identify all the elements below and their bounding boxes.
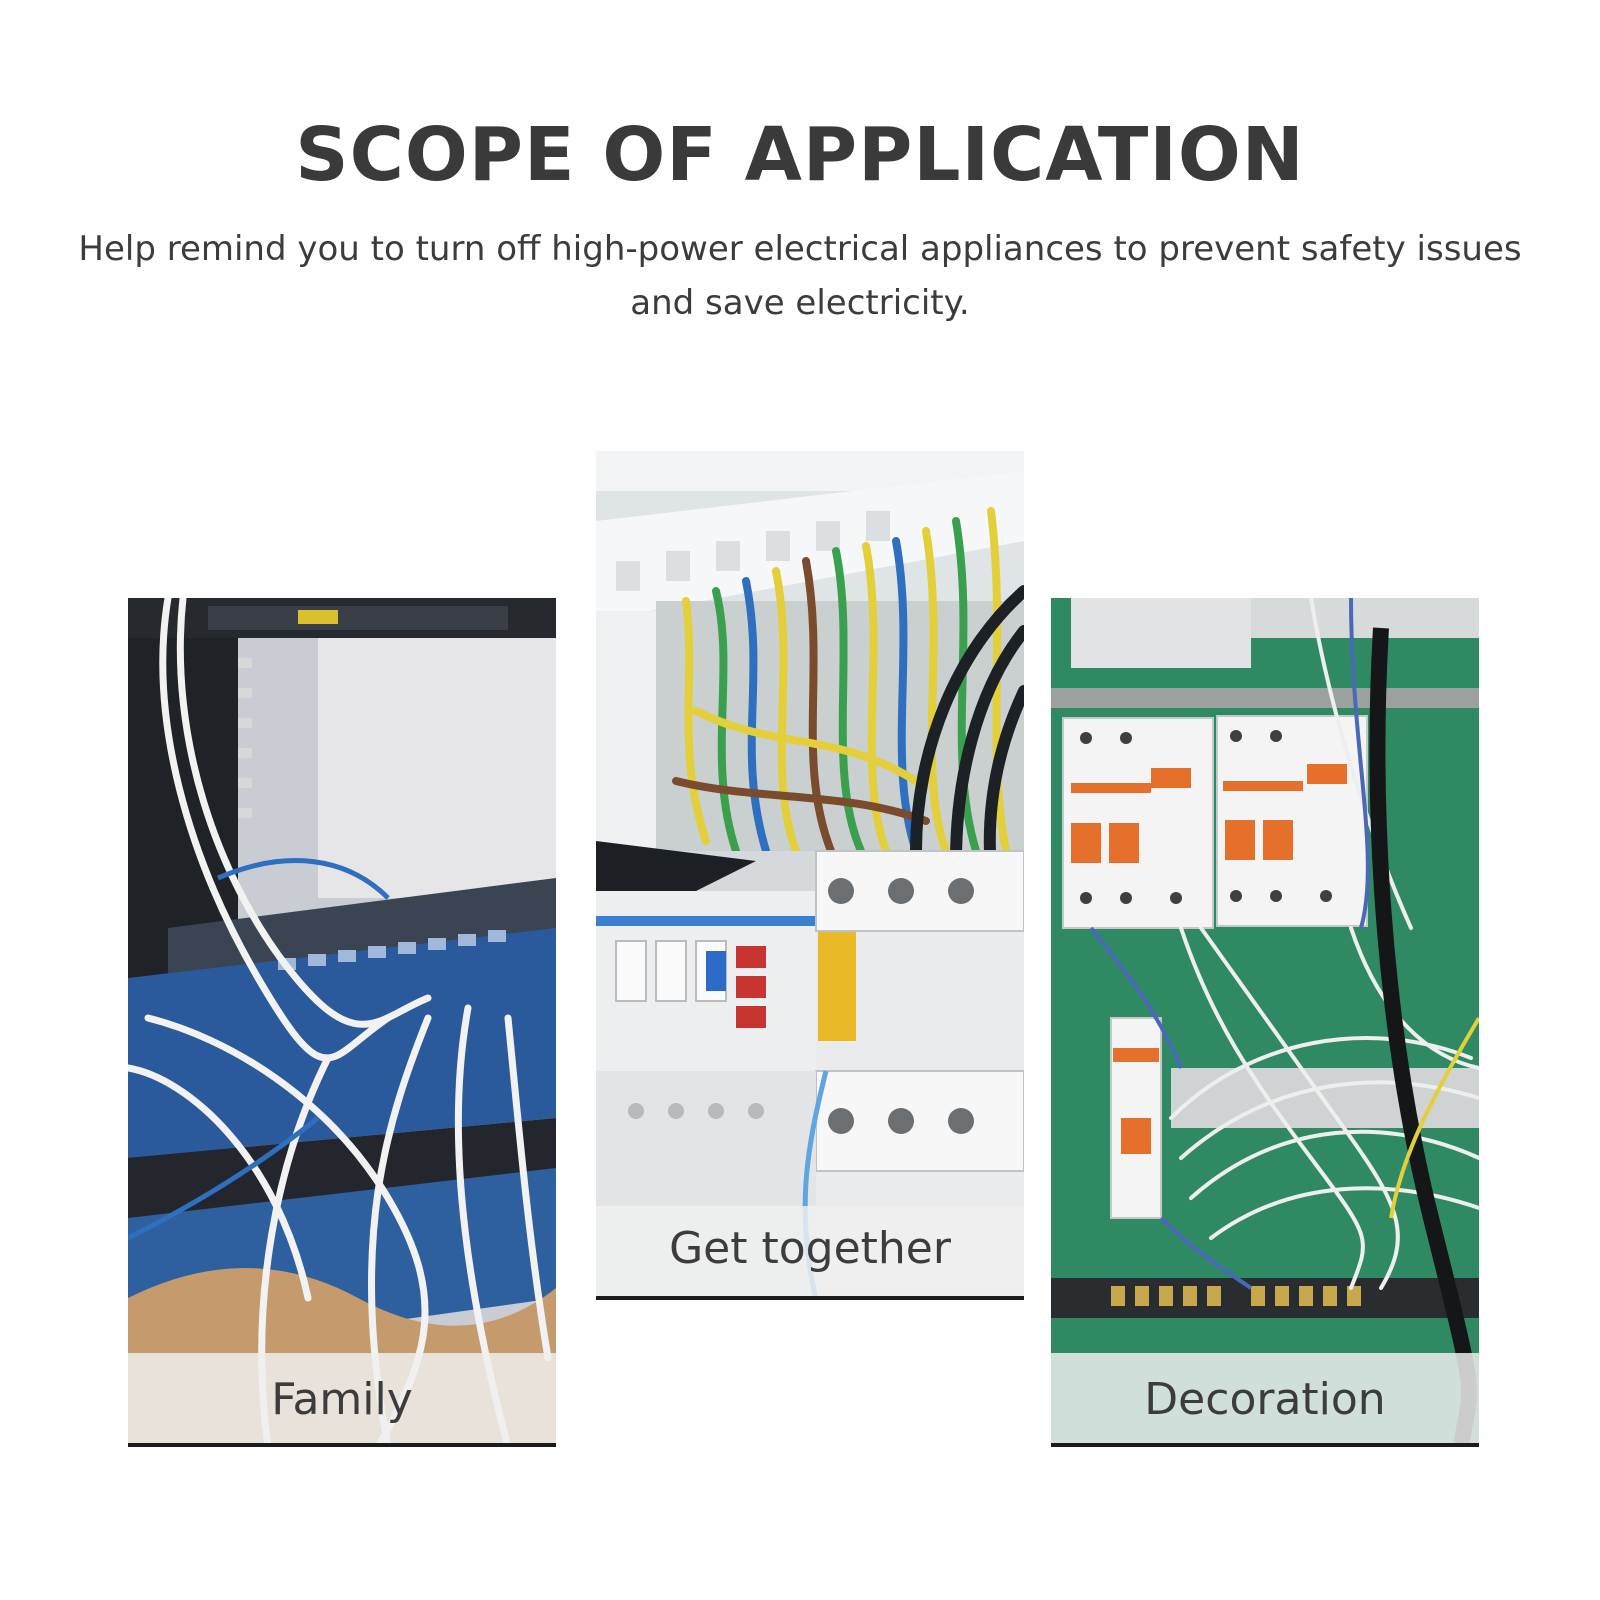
panel-bottom-edge [1051,1443,1479,1447]
network-switch-photo [128,598,556,1447]
get-together-panel: Get together [596,451,1024,1300]
panel-bottom-edge [596,1296,1024,1300]
breaker-box-photo [1051,598,1479,1447]
decoration-panel: Decoration [1051,598,1479,1447]
page-subtitle: Help remind you to turn off high-power e… [78,229,1522,323]
distribution-wiring-photo [596,451,1024,1300]
family-caption: Family [128,1353,556,1447]
page-title: SCOPE OF APPLICATION [295,112,1305,198]
panel-bottom-edge [128,1443,556,1447]
decoration-caption: Decoration [1051,1353,1479,1447]
family-panel: Family [128,598,556,1447]
get-together-caption: Get together [596,1206,1024,1300]
